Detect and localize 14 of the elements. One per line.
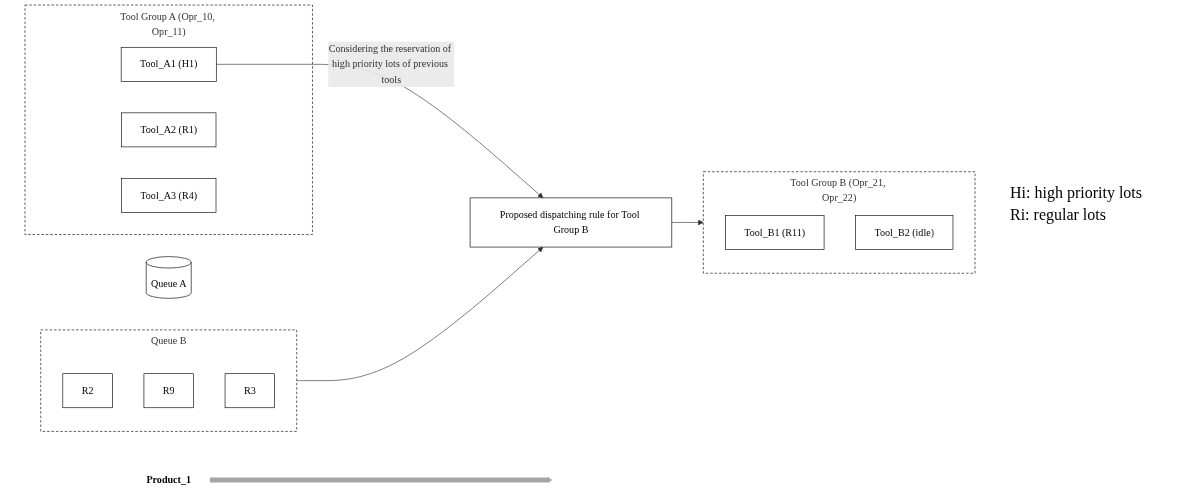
legend-note: Hi: high priority lots (1010, 184, 1142, 202)
node-box: Proposed dispatching rule for Tool Group B (469, 197, 673, 248)
node-box: R9 (143, 373, 194, 409)
arrow (209, 477, 553, 483)
node-box: Tool_A2 (R1) (121, 112, 217, 148)
node-box: Tool_A1 (H1) (120, 46, 217, 82)
node-box: R3 (224, 373, 275, 409)
edge-label: Considering the reservation of high priority lots of previous tools (328, 43, 452, 85)
node-box: Tool_B2 (idle) (855, 215, 954, 250)
node-box: R2 (62, 373, 113, 409)
node-text: Product_1 (146, 474, 192, 485)
legend-note: Ri: regular lots (1010, 206, 1107, 224)
node-box: Tool_A3 (R4) (121, 178, 217, 213)
node-box: Tool_B1 (R11) (725, 215, 825, 250)
